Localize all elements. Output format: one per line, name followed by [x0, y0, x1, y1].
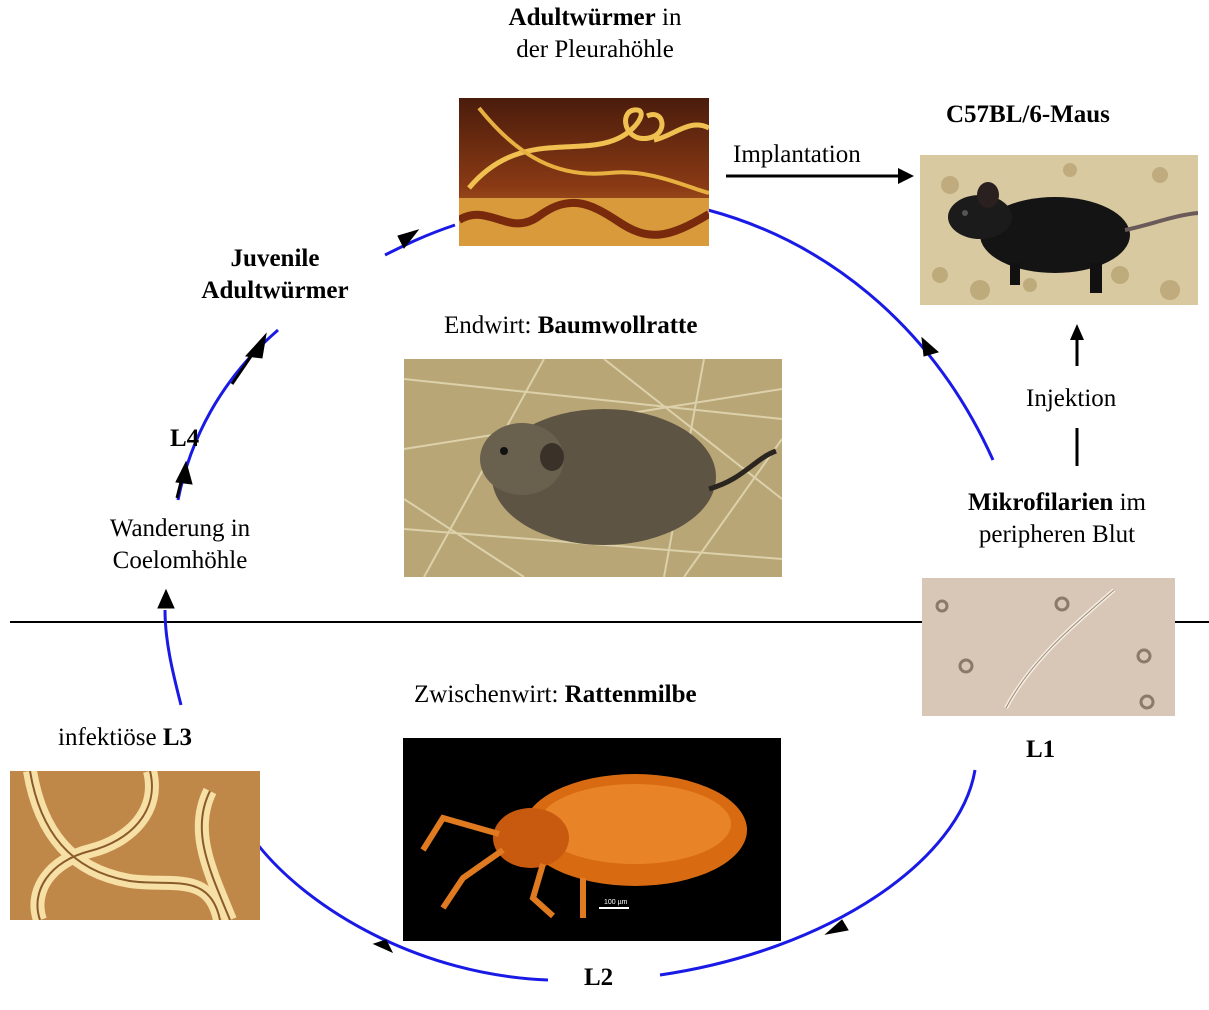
arrowhead-to-wanderung — [158, 590, 174, 608]
definitive-host-label: Endwirt: Baumwollratte — [444, 310, 697, 342]
l3-larvae-photo — [10, 771, 260, 920]
injektion-label: Injektion — [1026, 383, 1116, 415]
arrowhead-to-l4 — [176, 462, 192, 484]
l2-label: L2 — [584, 962, 613, 994]
implantation-arrowhead — [898, 168, 914, 184]
mouse-strain-label: C57BL/6-Maus — [946, 99, 1110, 131]
arrowhead-to-juvenile — [246, 334, 266, 358]
cotton-rat-photo — [404, 359, 782, 577]
migration-label: Wanderung in Coelomhöhle — [80, 513, 280, 577]
juvenile-adult-worms-label: Juvenile Adultwürmer — [180, 243, 370, 307]
l4-label: L4 — [170, 423, 199, 455]
scale-bar-label: 100 µm — [604, 899, 628, 906]
l1-label: L1 — [1026, 734, 1055, 766]
implantation-label: Implantation — [733, 139, 861, 171]
arc-l4-to-juvenile — [178, 330, 278, 500]
adult-worms-photo — [459, 98, 709, 246]
arc-juvenile-to-adult — [385, 225, 455, 255]
microfilariae-photo — [922, 578, 1175, 716]
infective-l3-label: infektiöse L3 — [58, 722, 192, 754]
mouse-photo — [920, 155, 1198, 305]
injektion-arrowhead — [1070, 324, 1084, 340]
intermediate-host-label: Zwischenwirt: Rattenmilbe — [414, 679, 697, 711]
adult-worms-label: Adultwürmer in der Pleurahöhle — [470, 2, 720, 66]
arrowhead-to-microfilariae — [922, 338, 938, 356]
mite-photo: 100 µm — [403, 738, 781, 941]
microfilariae-label: Mikrofilarien im peripheren Blut — [932, 487, 1182, 551]
arc-l3-to-wanderung — [165, 610, 181, 705]
